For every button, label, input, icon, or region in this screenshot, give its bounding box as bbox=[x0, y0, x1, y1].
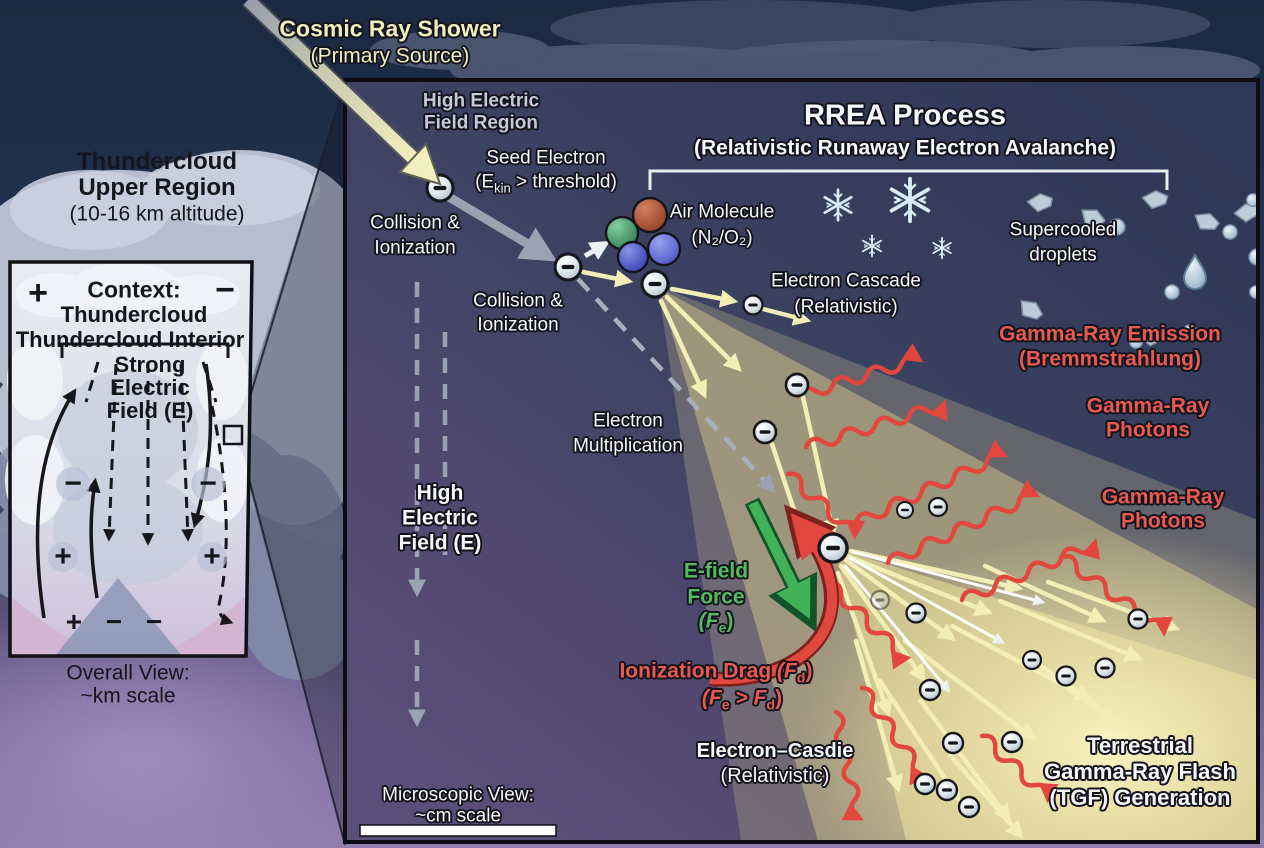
strong-field-3: Field (E) bbox=[106, 398, 194, 423]
high-field-label-1: High bbox=[416, 481, 464, 505]
ionization-drag-label-1: Ionization Drag (Fd) bbox=[619, 659, 813, 687]
tgf-label-2: Gamma-Ray Flash bbox=[1044, 759, 1236, 784]
strong-field-1: Strong bbox=[114, 352, 186, 377]
collision1-label-2: Ionization bbox=[374, 237, 456, 259]
high-field-region-1: High Electric bbox=[422, 90, 540, 112]
rrea-title: RREA Process bbox=[803, 99, 1007, 132]
thundercloud-title-2: Upper Region bbox=[78, 174, 236, 201]
cosmic-ray-title: Cosmic Ray Shower bbox=[279, 15, 501, 42]
inset-line2: Thundercloud Interior bbox=[15, 327, 245, 352]
charge-minus-left: − bbox=[64, 467, 82, 500]
thundercloud-title-1: Thundercloud bbox=[77, 148, 237, 175]
electron-cascade-label-2: (Relativistic) bbox=[794, 296, 898, 318]
inset-title: Context: bbox=[87, 276, 181, 303]
electron-cascade2-label-2: (Relativistic) bbox=[720, 765, 830, 787]
cosmic-ray-arrow bbox=[242, 0, 442, 186]
rrea-subtitle: (Relativistic Runaway Electron Avalanche… bbox=[693, 136, 1117, 160]
cosmic-ray-subtitle: (Primary Source) bbox=[310, 44, 470, 68]
gamma-photons2-label-1: Gamma-Ray bbox=[1101, 485, 1225, 509]
charge-halos bbox=[48, 467, 227, 572]
charge-plus-right: + bbox=[203, 540, 221, 573]
scale-bar bbox=[359, 824, 557, 837]
collision1-label-1: Collision & bbox=[370, 212, 460, 234]
efield-force-label-1: E-field bbox=[683, 559, 749, 583]
charge-minus-right: − bbox=[199, 467, 217, 500]
gamma-photons1-label-2: Photons bbox=[1106, 418, 1190, 442]
ionization-drag-label-2: (Fe > Fd) bbox=[701, 686, 783, 714]
context-inset-panel bbox=[5, 260, 254, 658]
overall-view-2: ~km scale bbox=[80, 684, 176, 708]
main-panel bbox=[343, 78, 1260, 844]
strong-field-2: Electric bbox=[110, 375, 190, 400]
efield-force-label-3: (Fe) bbox=[698, 609, 734, 637]
air-molecule-label-2: (N₂/O₂) bbox=[691, 227, 753, 249]
collision2-label-2: Ionization bbox=[477, 314, 559, 336]
thundercloud-altitude: (10-16 km altitude) bbox=[69, 202, 245, 226]
electron-cascade-label-1: Electron Cascade bbox=[771, 270, 921, 292]
rrea-bracket bbox=[648, 169, 1169, 190]
multiplication-label-2: Multiplication bbox=[573, 435, 683, 457]
air-molecule-icon bbox=[604, 196, 682, 274]
inset-bracket bbox=[60, 342, 230, 358]
electron-cascade2-label-1: Electron–Casdie bbox=[696, 740, 854, 762]
gamma-emission-label-1: Gamma-Ray Emission bbox=[999, 322, 1221, 346]
gamma-photons1-label-1: Gamma-Ray bbox=[1086, 394, 1210, 418]
bottom-charges: + − − bbox=[65, 606, 171, 637]
updraft-arrows bbox=[35, 363, 213, 619]
multiplication-label-1: Electron bbox=[593, 410, 663, 432]
collision2-label-1: Collision & bbox=[473, 290, 563, 312]
air-molecule-label-1: Air Molecule bbox=[669, 201, 775, 223]
gamma-photons2-label-2: Photons bbox=[1121, 509, 1205, 533]
charge-plus-left: + bbox=[54, 540, 72, 573]
bright-cascade-arrows bbox=[843, 550, 1046, 693]
seed-collision-arrow bbox=[446, 193, 558, 262]
zoom-source-marker bbox=[222, 424, 244, 446]
supercooled-label-1: Supercooled bbox=[1009, 219, 1117, 241]
gamma-emission-label-2: (Bremmstrahlung) bbox=[1018, 347, 1202, 371]
overall-view-1: Overall View: bbox=[66, 661, 190, 685]
inset-minus-sign: − bbox=[215, 271, 235, 309]
seed-electron-label-1: Seed Electron bbox=[486, 147, 606, 169]
field-dashed-arrows bbox=[408, 277, 776, 728]
efield-force-label-2: Force bbox=[687, 585, 745, 609]
molecule-hit-arrow bbox=[583, 240, 611, 260]
high-field-label-2: Electric bbox=[402, 506, 478, 530]
sky-clouds bbox=[370, 0, 1260, 96]
high-field-region-2: Field Region bbox=[424, 112, 538, 134]
microscopic-view-1: Microscopic View: bbox=[382, 784, 534, 806]
high-field-label-3: Field (E) bbox=[398, 531, 482, 555]
tgf-label-3: (TGF) Generation bbox=[1049, 785, 1231, 810]
inset-line1: Thundercloud bbox=[60, 302, 208, 327]
zoom-frustum bbox=[236, 81, 346, 846]
supercooled-label-2: droplets bbox=[1029, 244, 1097, 266]
efield-force-arrow bbox=[744, 497, 818, 633]
inset-plus-sign: + bbox=[28, 274, 48, 312]
seed-electron-label-2: (Ekin > threshold) bbox=[475, 171, 617, 196]
tgf-label-1: Terrestrial bbox=[1087, 733, 1193, 758]
microscopic-view-2: ~cm scale bbox=[414, 805, 502, 827]
